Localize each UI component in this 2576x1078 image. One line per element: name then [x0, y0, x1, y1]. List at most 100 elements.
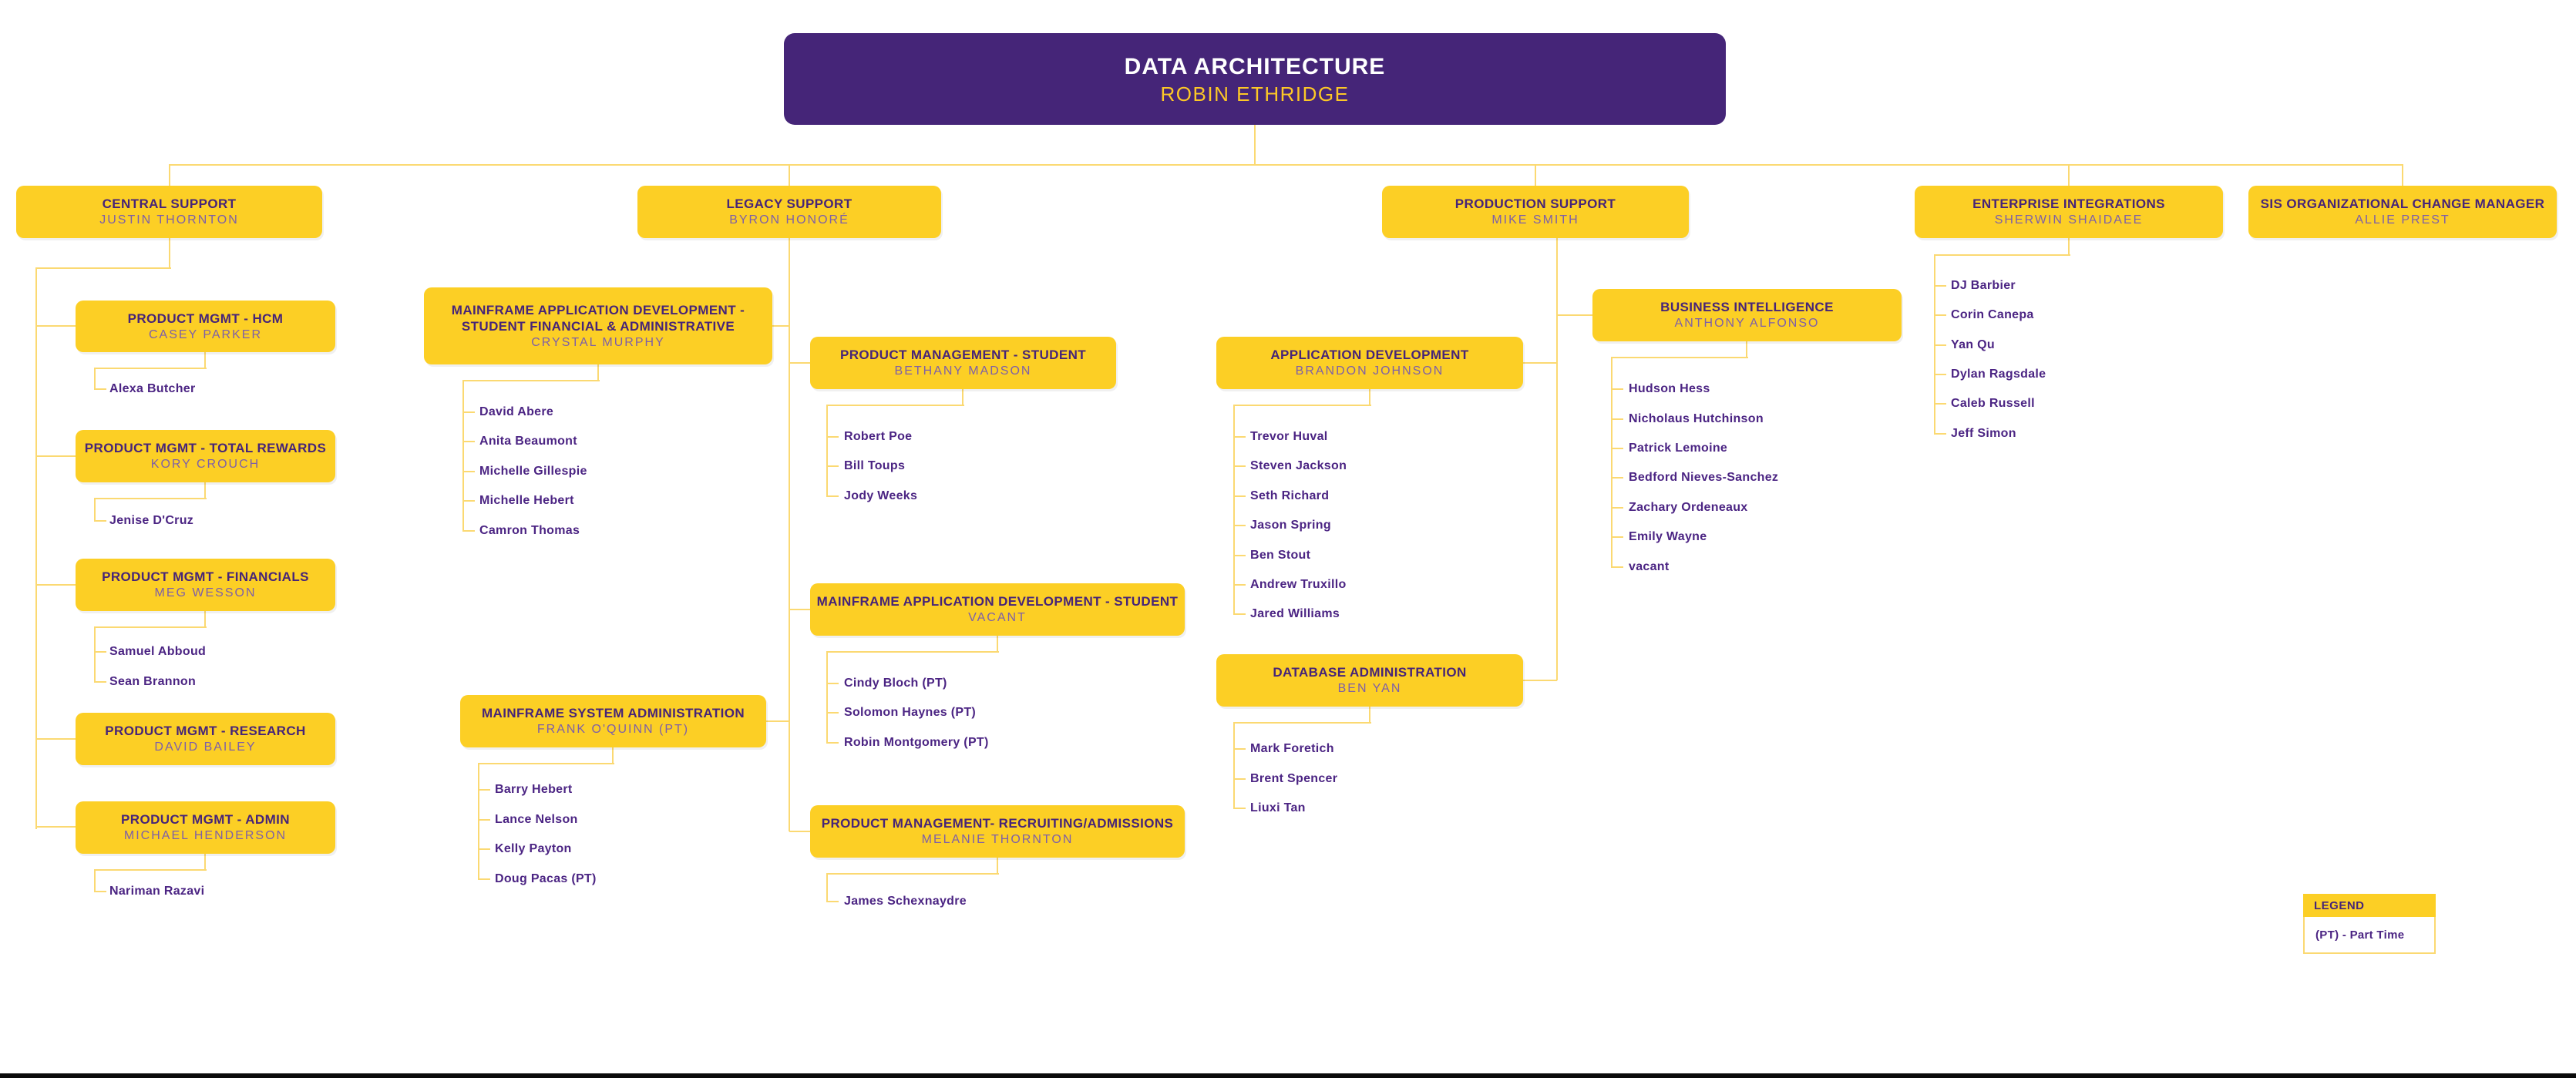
connector-line [94, 368, 207, 390]
connector-line [826, 712, 839, 714]
connector-line [1523, 362, 1557, 364]
unit-manager: BYRON HONORÉ [729, 213, 849, 227]
connector-line [204, 352, 206, 368]
report-name: Zachary Ordeneaux [1629, 501, 1748, 514]
unit-box-legacy-support: LEGACY SUPPORT BYRON HONORÉ [637, 186, 941, 238]
connector-line [1254, 125, 1256, 165]
connector-line [1233, 465, 1246, 467]
unit-title: CENTRAL SUPPORT [102, 196, 237, 211]
connector-line [94, 869, 207, 892]
connector-line [1934, 344, 1946, 346]
connector-line [1934, 314, 1946, 316]
unit-title: ENTERPRISE INTEGRATIONS [1972, 196, 2165, 211]
report-name: Solomon Haynes (PT) [844, 706, 977, 719]
unit-box-production-support: PRODUCTION SUPPORT MIKE SMITH [1382, 186, 1689, 238]
report-name: Nicholaus Hutchinson [1629, 412, 1764, 425]
connector-line [826, 901, 839, 902]
connector-line [1611, 448, 1623, 449]
unit-manager: MICHAEL HENDERSON [123, 829, 288, 842]
connector-line [35, 455, 76, 457]
connector-line [1233, 613, 1246, 615]
connector-line [789, 831, 811, 832]
connector-line [1934, 433, 1946, 435]
connector-line [478, 848, 490, 850]
connector-line [1233, 778, 1246, 780]
unit-manager: ALLIE PREST [2355, 213, 2450, 227]
report-name: David Abere [479, 405, 554, 418]
connector-line [94, 520, 106, 522]
unit-title: PRODUCT MGMT - HCM [127, 311, 284, 326]
connector-line [204, 482, 206, 498]
report-name: Jared Williams [1250, 607, 1340, 620]
report-name: James Schexnaydre [844, 895, 967, 908]
unit-box-product-mgmt-recruiting-admissions: PRODUCT MANAGEMENT- RECRUITING/ADMISSION… [810, 805, 1185, 858]
connector-line [1233, 722, 1371, 809]
connector-line [94, 626, 207, 683]
connector-line [170, 164, 2403, 166]
connector-line [478, 789, 490, 791]
connector-line [478, 763, 614, 880]
unit-box-database-administration: DATABASE ADMINISTRATION BEN YAN [1216, 654, 1523, 707]
report-name: Brent Spencer [1250, 772, 1338, 785]
report-name: Anita Beaumont [479, 435, 577, 448]
report-name: Dylan Ragsdale [1951, 368, 2046, 381]
unit-manager: ANTHONY ALFONSO [1674, 317, 1820, 330]
report-name: Robin Montgomery (PT) [844, 736, 989, 749]
connector-line [1523, 680, 1557, 681]
report-name: Robert Poe [844, 430, 913, 443]
report-name: Kelly Payton [495, 842, 572, 855]
connector-line [1934, 285, 1946, 287]
unit-box-central-support: CENTRAL SUPPORT JUSTIN THORNTON [16, 186, 322, 238]
unit-box-mainframe-system-admin: MAINFRAME SYSTEM ADMINISTRATION FRANK O'… [460, 695, 766, 747]
unit-manager: CASEY PARKER [148, 327, 262, 341]
unit-title: PRODUCT MGMT - RESEARCH [105, 724, 306, 738]
connector-line [1556, 238, 1558, 680]
connector-line [2402, 164, 2403, 186]
connector-line [1233, 555, 1246, 556]
connector-line [997, 636, 998, 651]
report-name: Samuel Abboud [109, 645, 207, 658]
connector-line [204, 854, 206, 869]
unit-title: SIS ORGANIZATIONAL CHANGE MANAGER [2260, 196, 2545, 211]
connector-line [1233, 748, 1246, 750]
connector-line [462, 530, 475, 532]
connector-line [1535, 164, 1536, 186]
connector-line [169, 238, 170, 267]
unit-box-data-architecture: DATA ARCHITECTURE ROBIN ETHRIDGE [784, 33, 1726, 125]
connector-line [789, 238, 790, 831]
connector-line [169, 164, 170, 186]
unit-manager: JUSTIN THORNTON [99, 213, 239, 227]
unit-box-business-intelligence: BUSINESS INTELLIGENCE ANTHONY ALFONSO [1592, 289, 1902, 341]
report-name: Barry Hebert [495, 783, 573, 796]
report-name: Seth Richard [1250, 489, 1330, 502]
report-name: Alexa Butcher [109, 382, 196, 395]
unit-manager: CRYSTAL MURPHY [531, 335, 665, 349]
connector-line [826, 495, 839, 497]
connector-line [612, 747, 614, 763]
unit-title: DATA ARCHITECTURE [1124, 53, 1386, 79]
report-name: Lance Nelson [495, 813, 578, 826]
connector-line [826, 465, 839, 467]
unit-manager: VACANT [968, 611, 1027, 624]
connector-line [35, 584, 76, 586]
connector-line [962, 389, 963, 405]
report-name: Jason Spring [1250, 519, 1331, 532]
unit-box-product-mgmt-financials: PRODUCT MGMT - FINANCIALS MEG WESSON [76, 559, 335, 611]
report-name: Caleb Russell [1951, 397, 2035, 410]
report-name: DJ Barbier [1951, 279, 2016, 292]
report-name: Corin Canepa [1951, 308, 2034, 321]
connector-line [1611, 388, 1623, 390]
report-name: Michelle Hebert [479, 494, 574, 507]
connector-line [2068, 238, 2070, 255]
connector-line [1611, 477, 1623, 479]
window-bottom-edge [0, 1073, 2576, 1078]
connector-line [1611, 418, 1623, 420]
unit-box-product-mgmt-research: PRODUCT MGMT - RESEARCH DAVID BAILEY [76, 713, 335, 765]
unit-title: PRODUCTION SUPPORT [1454, 196, 1616, 211]
unit-title: DATABASE ADMINISTRATION [1273, 665, 1467, 680]
unit-manager: BETHANY MADSON [894, 364, 1032, 378]
report-name: Nariman Razavi [109, 885, 205, 898]
unit-manager: BRANDON JOHNSON [1295, 364, 1444, 378]
connector-line [2068, 164, 2070, 186]
unit-manager: MEG WESSON [154, 586, 257, 599]
